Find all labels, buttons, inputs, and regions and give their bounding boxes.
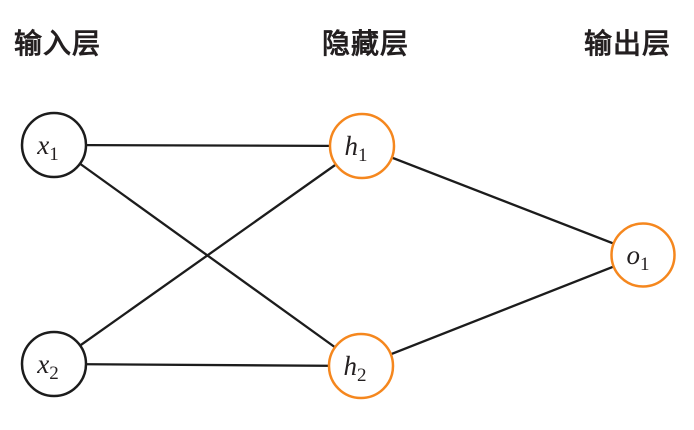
output-layer-header: 输出层 bbox=[584, 29, 672, 60]
edge-x2-h2 bbox=[53, 362, 362, 368]
node-x1-circle bbox=[20, 111, 88, 179]
node-h2-circle bbox=[327, 332, 395, 400]
node-o1-label-base: o bbox=[627, 240, 641, 270]
node-x2-label-base: x bbox=[36, 349, 49, 379]
edge-x2-h1 bbox=[53, 145, 363, 365]
node-h2-label-sub: 2 bbox=[357, 365, 367, 386]
node-x2-label-sub: 2 bbox=[49, 363, 59, 384]
node-x2-label: x2 bbox=[36, 349, 58, 384]
edge-h2-o1 bbox=[360, 253, 644, 368]
node-x2-circle bbox=[20, 330, 88, 398]
edge-h1-o1 bbox=[361, 144, 644, 257]
edge-x1-h1 bbox=[53, 143, 363, 148]
node-o1-label-sub: 1 bbox=[640, 254, 650, 275]
node-h2-label: h2 bbox=[344, 351, 367, 386]
node-h1-label-sub: 1 bbox=[358, 145, 368, 166]
input-layer-header: 输入层 bbox=[14, 29, 102, 60]
node-o1-label: o1 bbox=[627, 240, 650, 275]
node-h1-circle bbox=[328, 112, 396, 180]
hidden-layer-header: 隐藏层 bbox=[322, 29, 410, 60]
node-x1-label-base: x bbox=[36, 130, 49, 160]
node-h1-label-base: h bbox=[345, 131, 359, 161]
node-o1-circle bbox=[610, 222, 676, 288]
node-x1-label-sub: 1 bbox=[49, 144, 59, 165]
node-h1-label: h1 bbox=[345, 131, 368, 166]
node-x1-label: x1 bbox=[36, 130, 58, 165]
node-h2-label-base: h bbox=[344, 351, 358, 381]
